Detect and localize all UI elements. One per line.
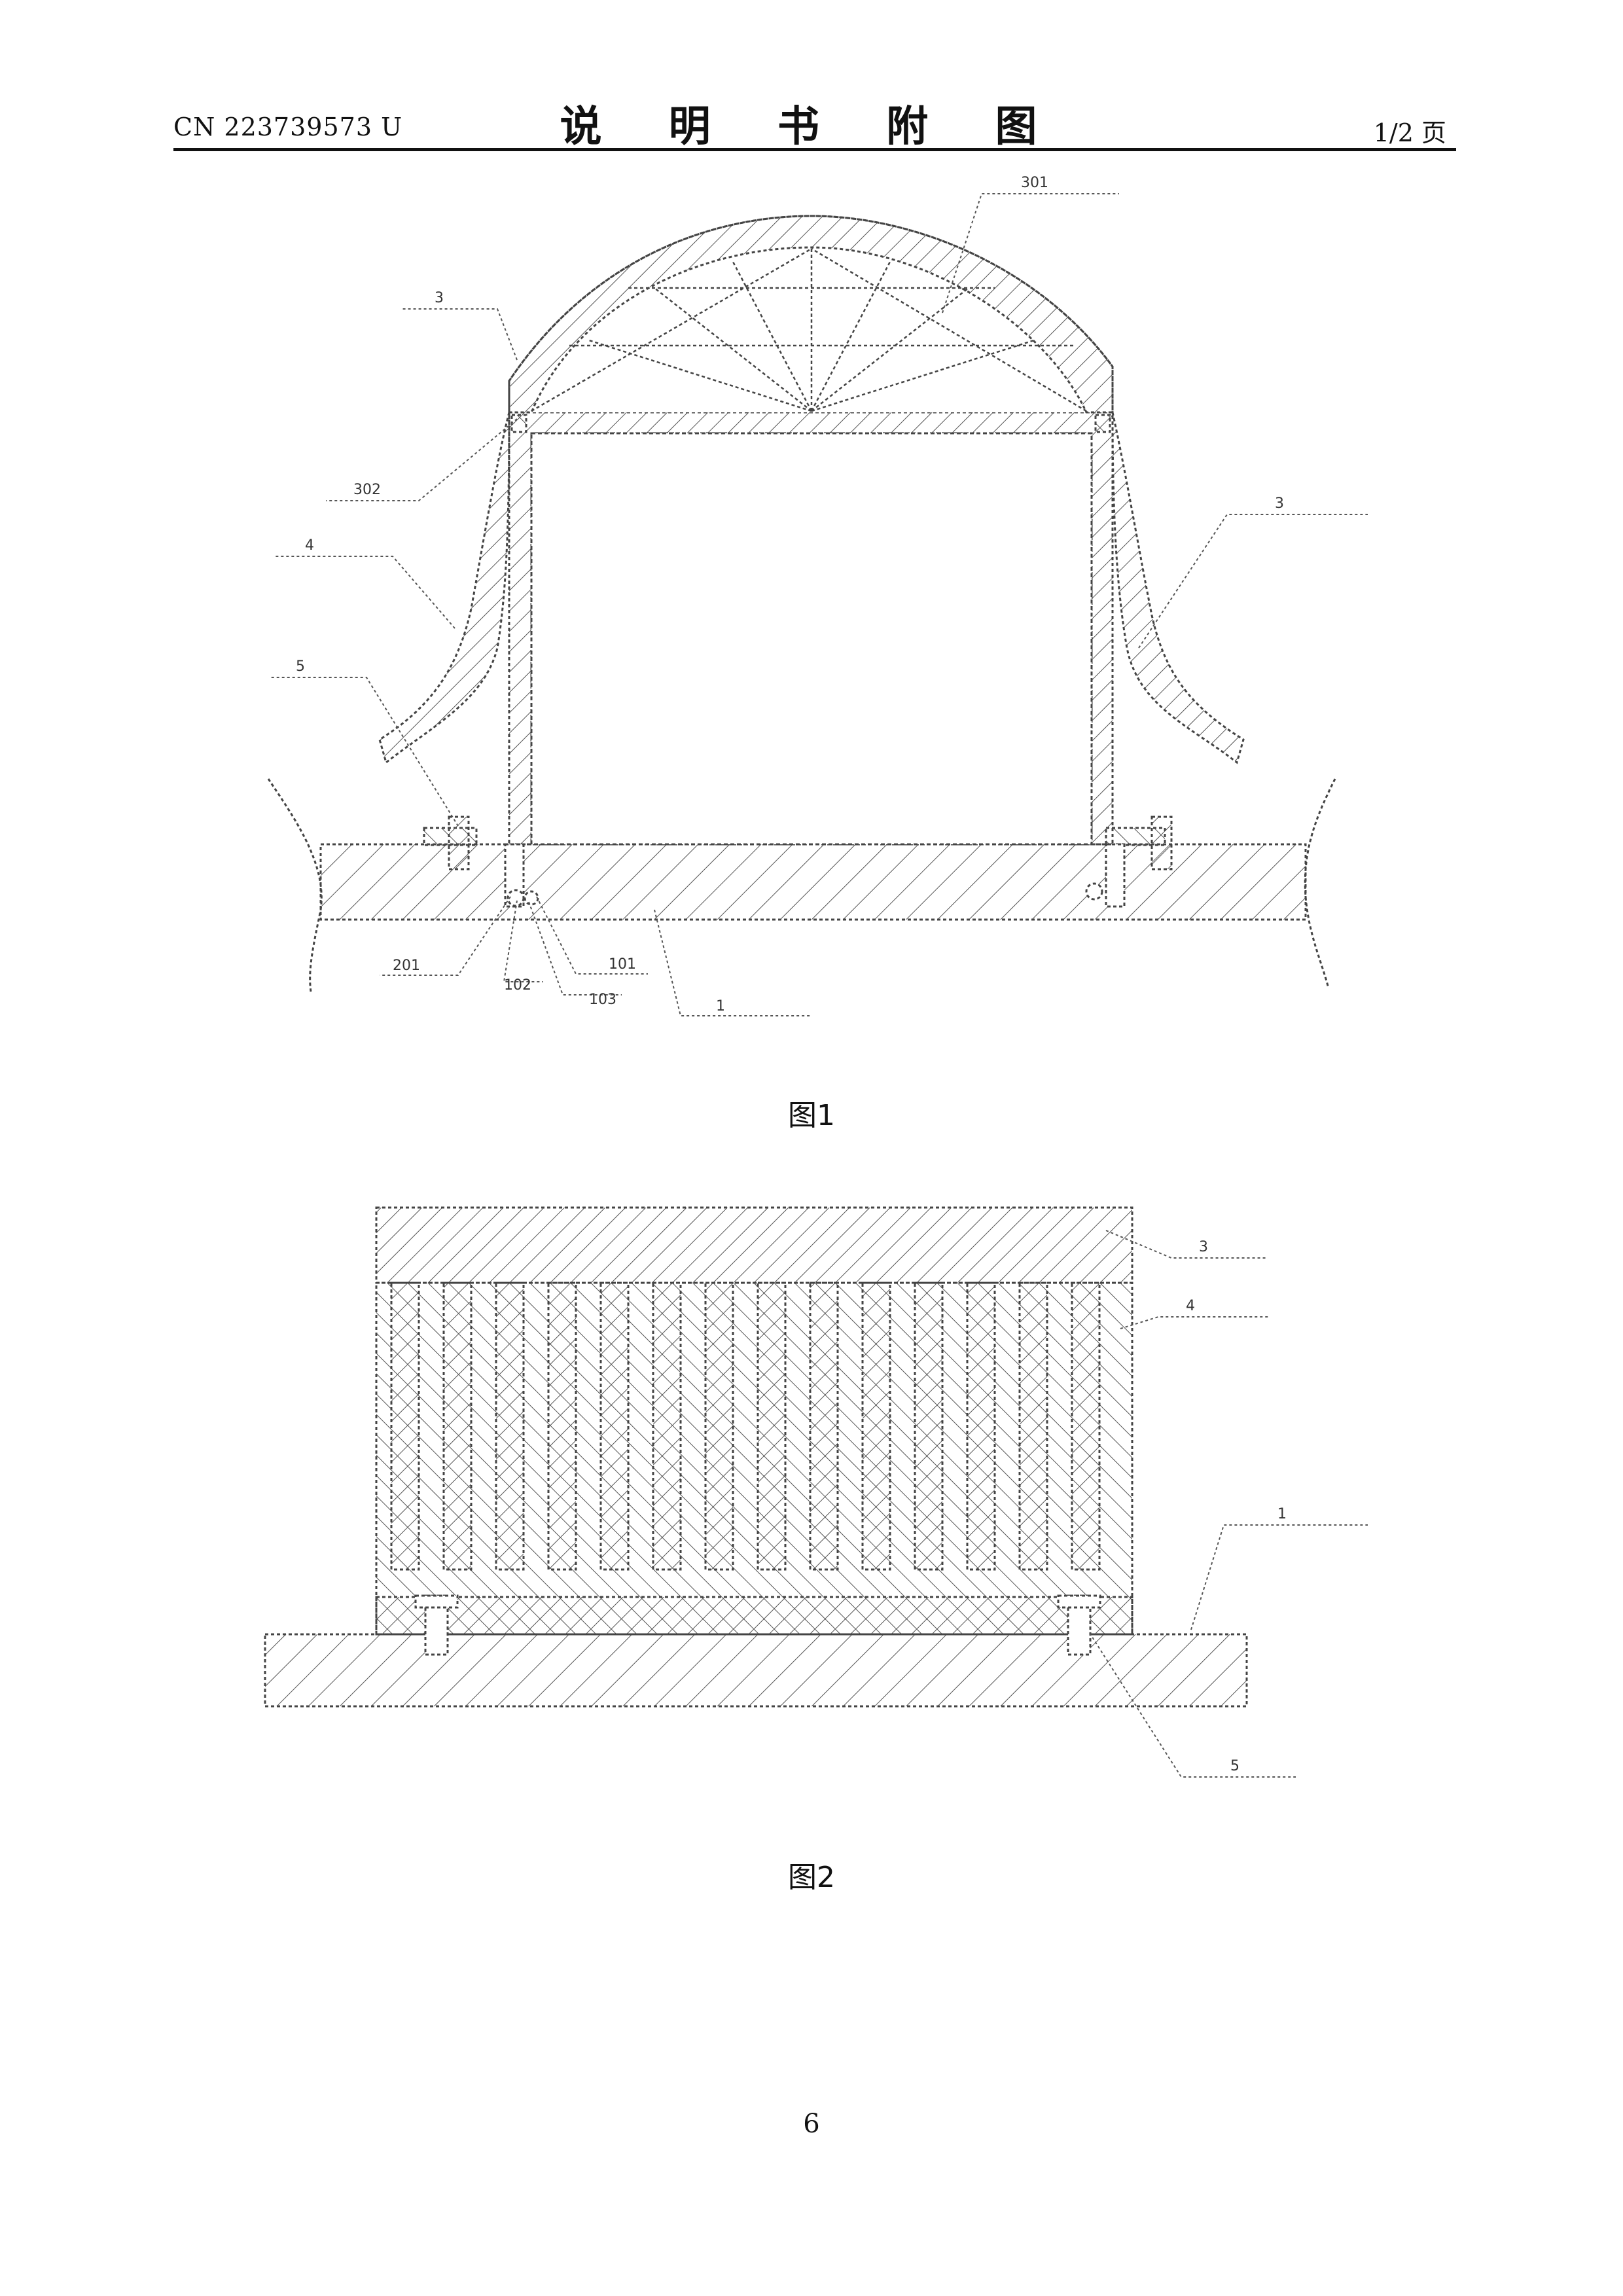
- label-301: 301: [1021, 175, 1048, 191]
- label-1: 1: [716, 998, 725, 1014]
- figure-2-drawing: [265, 1208, 1247, 1706]
- label-3-right: 3: [1275, 495, 1284, 512]
- label-102: 102: [504, 977, 531, 994]
- label-103: 103: [589, 992, 616, 1008]
- figure-1-caption: 图1: [0, 1092, 1623, 1134]
- label-201: 201: [393, 958, 420, 974]
- label-5: 5: [296, 658, 305, 675]
- page-number: 6: [0, 2109, 1623, 2139]
- label-fig2-1: 1: [1277, 1506, 1287, 1522]
- label-fig2-3: 3: [1199, 1239, 1208, 1255]
- label-101: 101: [609, 956, 636, 973]
- figure-1-drawing: [268, 216, 1335, 992]
- label-fig2-5: 5: [1230, 1758, 1240, 1774]
- label-302: 302: [353, 482, 381, 498]
- label-fig2-4: 4: [1186, 1298, 1195, 1314]
- label-4: 4: [305, 537, 314, 554]
- figure-2-caption: 图2: [0, 1854, 1623, 1895]
- label-3-top: 3: [435, 290, 444, 306]
